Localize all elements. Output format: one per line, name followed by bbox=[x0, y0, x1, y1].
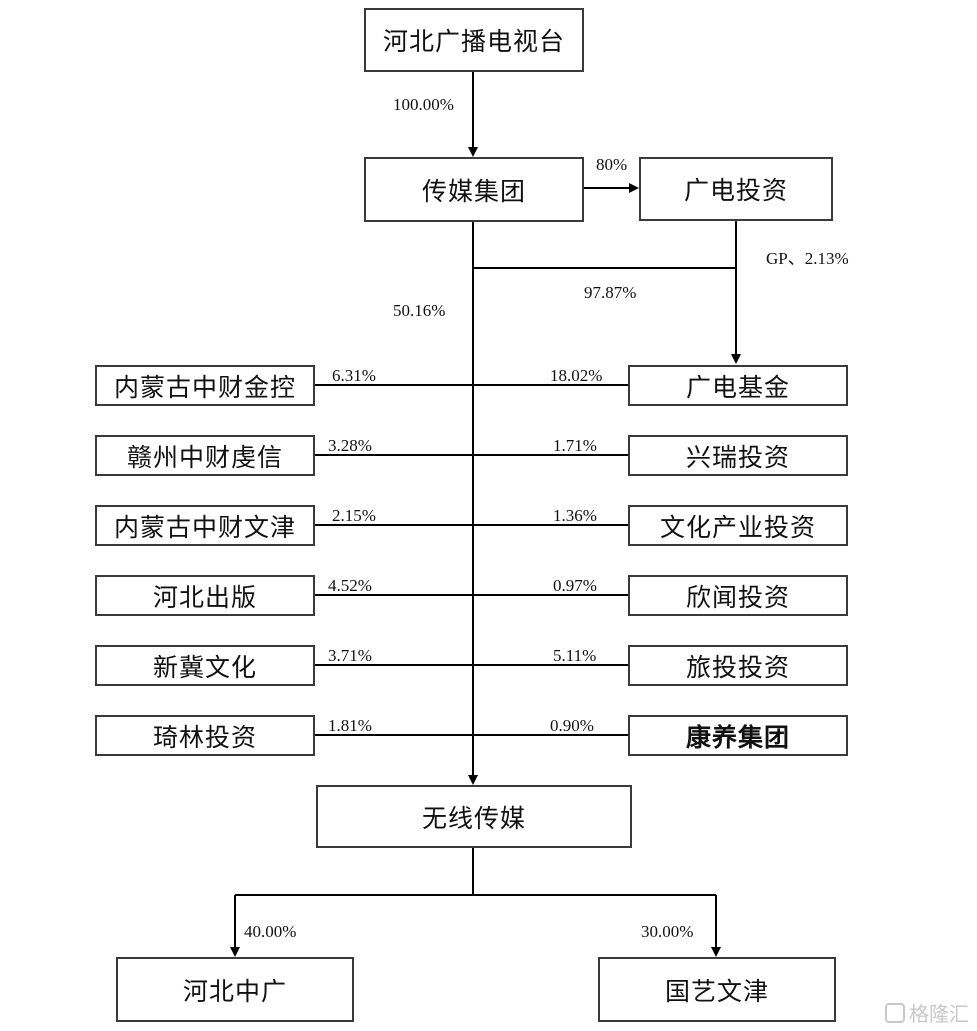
label-kangyang-group: 0.90% bbox=[550, 716, 594, 735]
label-qilin-invest: 1.81% bbox=[328, 716, 372, 735]
label-guangdian-invest-gp: GP、2.13% bbox=[766, 249, 849, 268]
label-tv-to-media-group: 100.00% bbox=[393, 95, 454, 114]
node-hebei-zhongguang: 河北中广 bbox=[116, 957, 354, 1022]
node-guangdian-invest: 广电投资 bbox=[639, 157, 833, 221]
node-neimenggu-jinkong: 内蒙古中财金控 bbox=[95, 365, 315, 406]
node-neimenggu-wenjin: 内蒙古中财文津 bbox=[95, 505, 315, 546]
node-xinji-culture: 新冀文化 bbox=[95, 645, 315, 686]
label-neimenggu-wenjin: 2.15% bbox=[332, 506, 376, 525]
label-media-group-to-guangdian-invest: 80% bbox=[596, 155, 628, 174]
label-culture-industry-invest: 1.36% bbox=[553, 506, 597, 525]
label-xingrui-invest: 1.71% bbox=[553, 436, 597, 455]
watermark-logo-icon bbox=[885, 1002, 905, 1023]
watermark-text: 格隆汇 bbox=[909, 1002, 969, 1026]
label-wireless-to-guoyi: 30.00% bbox=[641, 922, 694, 941]
label-xinwen-invest: 0.97% bbox=[553, 576, 597, 595]
node-media-group: 传媒集团 bbox=[364, 157, 584, 222]
label-wireless-to-zhongguang: 40.00% bbox=[244, 922, 297, 941]
label-lvtou-invest: 5.11% bbox=[553, 646, 597, 665]
label-ganzhou-qianxin: 3.28% bbox=[328, 436, 372, 455]
node-hebei-publishing: 河北出版 bbox=[95, 575, 315, 616]
label-media-group-to-fund: 97.87% bbox=[584, 283, 637, 302]
node-xingrui-invest: 兴瑞投资 bbox=[628, 435, 848, 476]
node-kangyang-group: 康养集团 bbox=[628, 715, 848, 756]
label-xinji-culture: 3.71% bbox=[328, 646, 372, 665]
node-lvtou-invest: 旅投投资 bbox=[628, 645, 848, 686]
node-guoyi-wenjin: 国艺文津 bbox=[598, 957, 836, 1022]
node-culture-industry-invest: 文化产业投资 bbox=[628, 505, 848, 546]
node-wireless-media: 无线传媒 bbox=[316, 785, 632, 848]
label-media-group-to-wireless: 50.16% bbox=[393, 301, 446, 320]
label-guangdian-fund: 18.02% bbox=[550, 366, 603, 385]
watermark: 格隆汇 bbox=[885, 998, 969, 1027]
node-qilin-invest: 琦林投资 bbox=[95, 715, 315, 756]
node-hebei-tv: 河北广播电视台 bbox=[364, 8, 584, 72]
label-neimenggu-jinkong: 6.31% bbox=[332, 366, 376, 385]
label-hebei-publishing: 4.52% bbox=[328, 576, 372, 595]
node-guangdian-fund: 广电基金 bbox=[628, 365, 848, 406]
node-xinwen-invest: 欣闻投资 bbox=[628, 575, 848, 616]
node-ganzhou-qianxin: 赣州中财虔信 bbox=[95, 435, 315, 476]
